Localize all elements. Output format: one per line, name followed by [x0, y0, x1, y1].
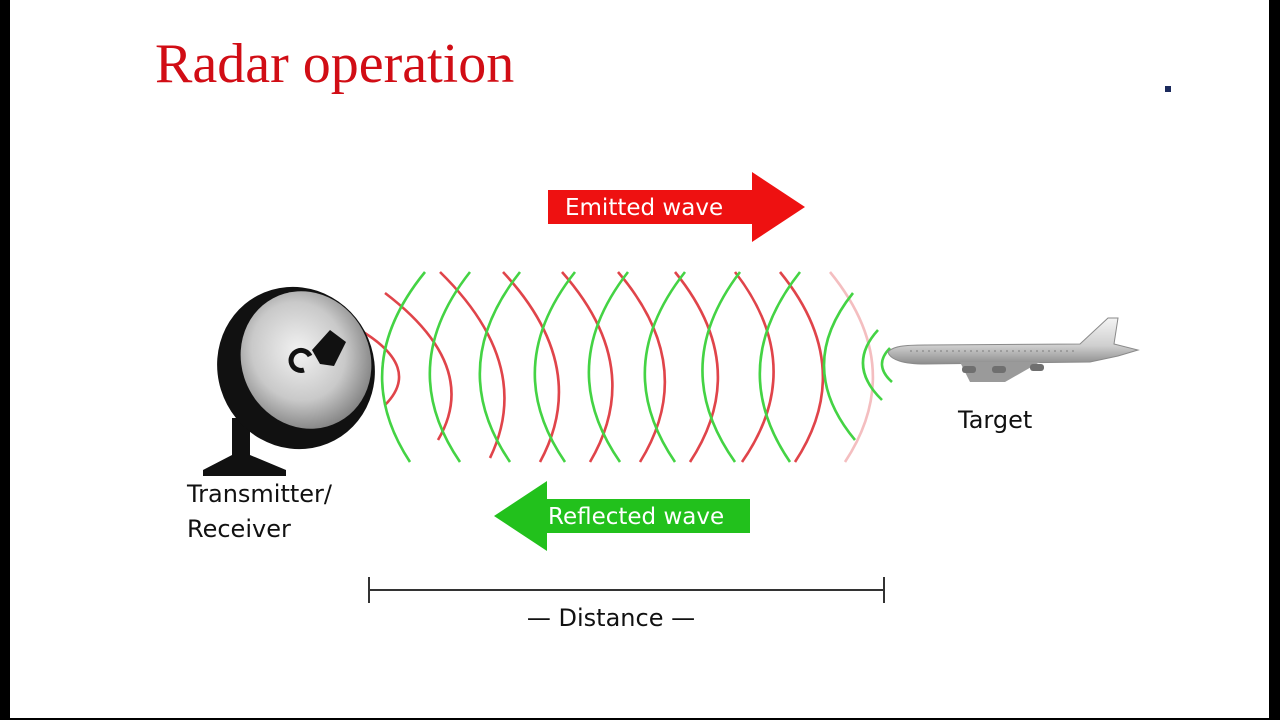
- reflected-wave-arrow: Reflected wave: [494, 481, 750, 551]
- emitted-wave-front: [561, 271, 614, 463]
- emitted-wave-front: [502, 271, 561, 463]
- transmitter-label-line2: Receiver: [187, 515, 291, 543]
- emitted-arrow-shape: [548, 172, 805, 242]
- emitted-wave-front: [673, 271, 720, 463]
- reflected-wave-front: [478, 271, 522, 463]
- reflected-wave-front: [587, 271, 630, 463]
- distance-label: — Distance —: [527, 604, 695, 632]
- reflected-wave-label: Reflected wave: [548, 504, 724, 530]
- airplane-icon: [887, 317, 1140, 382]
- reflected-wave-front: [380, 271, 427, 463]
- emitted-wave-front: [733, 271, 775, 463]
- reflected-wave-front: [643, 271, 687, 463]
- target-label: Target: [957, 406, 1032, 434]
- emitted-wave-front: [384, 291, 453, 441]
- radar-dish-icon: [203, 286, 375, 476]
- emitted-wave-arrow: Emitted wave: [548, 172, 805, 242]
- reflected-wave-front: [758, 271, 802, 463]
- transmitter-label-line1: Transmitter/: [186, 480, 333, 508]
- emitted-wave-front: [778, 271, 825, 463]
- slide-title: Radar operation: [155, 33, 515, 95]
- emitted-wave-front: [828, 271, 875, 463]
- reflected-arrow-shape: [494, 481, 750, 551]
- radar-diagram: Emitted wave Reflected wave Transmit: [186, 172, 1140, 632]
- slide: Radar operation Emitted wave Reflected w…: [10, 0, 1269, 718]
- reflected-wave-front: [822, 292, 857, 441]
- distance-measure: — Distance —: [368, 577, 885, 632]
- emitted-wave-front: [359, 328, 401, 406]
- emitted-wave-label: Emitted wave: [565, 195, 723, 221]
- bullet-marker: [1165, 86, 1171, 92]
- reflected-wave-front: [861, 329, 883, 401]
- emitted-wave-front: [439, 271, 506, 459]
- emitted-wave-front: [617, 271, 667, 463]
- reflected-wave-front: [880, 347, 893, 383]
- reflected-wave-front: [533, 271, 577, 463]
- reflected-wave-front: [701, 271, 742, 463]
- reflected-wave-front: [428, 271, 472, 463]
- wave-fronts: [359, 271, 893, 463]
